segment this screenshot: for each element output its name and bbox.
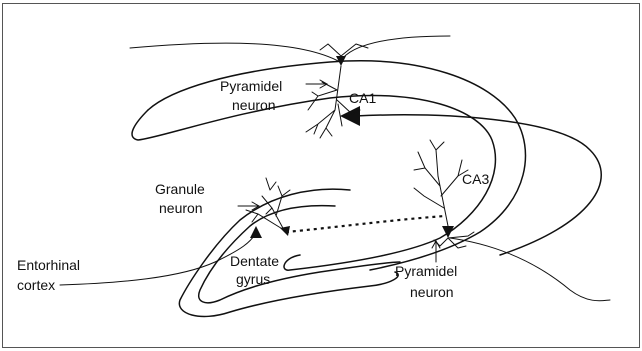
top-fiber-left xyxy=(130,43,340,62)
label-pyramidal-ca3-line1: Pyramidel xyxy=(395,263,457,279)
label-granule-line2: neuron xyxy=(159,200,203,216)
label-ca3: CA3 xyxy=(462,171,489,187)
ca3-pyramidal-neuron xyxy=(414,140,474,248)
diagram-frame xyxy=(3,4,640,348)
top-fiber-right xyxy=(340,36,450,62)
label-entorhinal-line1: Entorhinal xyxy=(17,257,80,273)
label-pyramidal-ca1-line2: neuron xyxy=(232,97,276,113)
label-entorhinal-line2: cortex xyxy=(17,277,55,293)
mossy-fiber xyxy=(286,216,445,232)
hippocampus-outer-arc xyxy=(148,61,525,270)
label-ca1: CA1 xyxy=(349,90,376,106)
ca1-input-arrowhead xyxy=(340,106,360,126)
label-granule-line1: Granule xyxy=(155,181,205,197)
granule-neuron xyxy=(246,178,290,236)
label-dentate-line1: Dentate xyxy=(230,253,279,269)
entorhinal-arrowhead xyxy=(250,226,262,238)
label-pyramidal-ca3-line2: neuron xyxy=(410,284,454,300)
label-pyramidal-ca1-line1: Pyramidel xyxy=(220,78,282,94)
ca3-output-fiber xyxy=(450,238,610,301)
dentate-gyrus-outer xyxy=(199,206,400,303)
entorhinal-fiber xyxy=(60,232,256,285)
label-dentate-line2: gyrus xyxy=(236,271,270,287)
